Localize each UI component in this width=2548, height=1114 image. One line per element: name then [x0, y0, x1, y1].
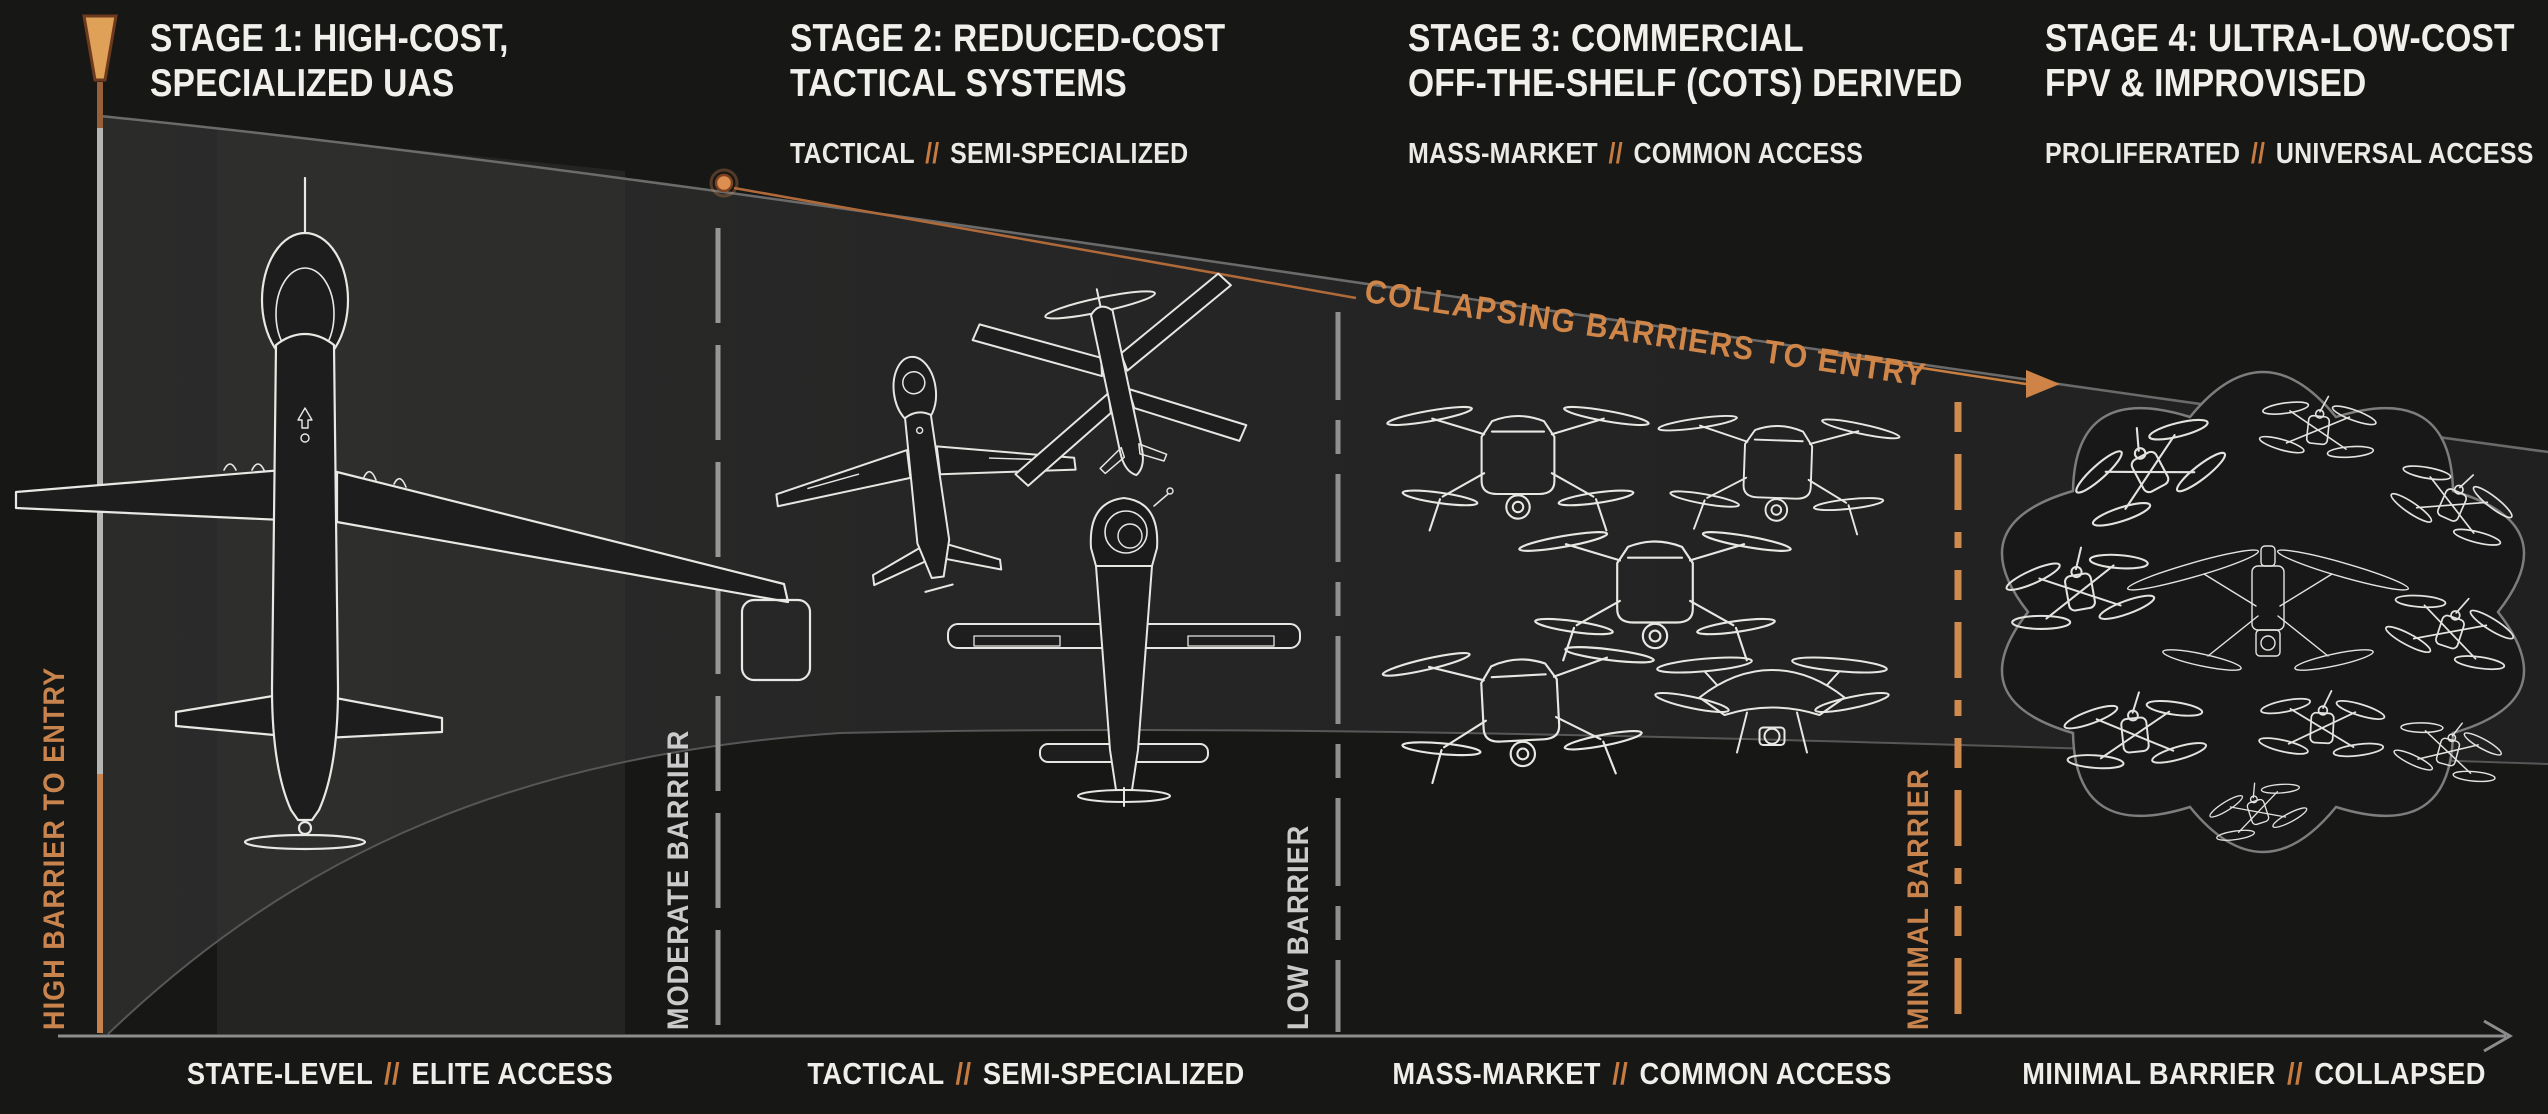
stage4-subtitle-part2: UNIVERSAL ACCESS: [2275, 138, 2534, 170]
stage3-bottom-label: MASS-MARKET // COMMON ACCESS: [1392, 1056, 1891, 1092]
baseline-arrowhead: [2483, 1019, 2514, 1053]
moderate-barrier-label: MODERATE BARRIER: [662, 729, 695, 1030]
band-top-edge: [99, 114, 2548, 454]
stage1-bottom-part1: STATE-LEVEL: [186, 1056, 373, 1091]
stage1-header: STAGE 1: HIGH-COST, SPECIALIZED UAS: [150, 16, 567, 106]
stage1-bottom-separator: //: [384, 1056, 400, 1091]
collapsing-barriers-arrow: [709, 168, 2060, 398]
stage3-bottom-separator: //: [1612, 1056, 1629, 1091]
stage1-title-line1: STAGE 1: HIGH-COST,: [150, 17, 509, 60]
stage3-title-line2: OFF-THE-SHELF (COTS) DERIVED: [1408, 62, 1963, 105]
high-barrier-axis: [82, 14, 118, 1033]
stage3-subtitle: MASS-MARKET // COMMON ACCESS: [1408, 138, 1863, 171]
fpv-swarm-drones: [1999, 388, 2523, 850]
band-bottom-edge: [107, 728, 2548, 1035]
stage2-xwing-munition-illustration: [971, 272, 1248, 487]
arrow-origin-dot: [714, 173, 734, 193]
stage2-subtitle-part2: SEMI-SPECIALIZED: [950, 138, 1189, 170]
fpv-central-drone: [2126, 545, 2410, 671]
stage2-tactical-drone-illustration: [775, 355, 1077, 593]
stage2-bottom-separator: //: [955, 1056, 972, 1091]
stage4-bottom-part1: MINIMAL BARRIER: [2022, 1056, 2276, 1091]
stage4-bottom-separator: //: [2287, 1056, 2303, 1091]
stage1-title-line2: SPECIALIZED UAS: [150, 62, 455, 105]
stage3-title-line1: STAGE 3: COMMERCIAL: [1408, 17, 1804, 60]
stage4-title-line1: STAGE 4: ULTRA-LOW-COST: [2045, 17, 2515, 60]
wedge-marker-icon: [82, 14, 118, 82]
stage4-subtitle-part1: PROLIFERATED: [2045, 138, 2241, 170]
minimal-barrier-label: MINIMAL BARRIER: [1902, 768, 1935, 1030]
wingtip-pod: [740, 598, 812, 682]
stage2-loitering-munition-illustration: [947, 487, 1301, 807]
stage4-header: STAGE 4: ULTRA-LOW-COST FPV & IMPROVISED: [2045, 16, 2548, 106]
stage3-bottom-part2: COMMON ACCESS: [1639, 1056, 1892, 1091]
stage3-subtitle-separator: //: [1608, 138, 1623, 170]
stage1-bottom-label: STATE-LEVEL // ELITE ACCESS: [187, 1056, 613, 1092]
cloud-outline: [2000, 370, 2526, 854]
stage4-subtitle: PROLIFERATED // UNIVERSAL ACCESS: [2045, 138, 2534, 171]
stage1-bottom-part2: ELITE ACCESS: [411, 1056, 614, 1091]
stage1-uas-illustration: [14, 176, 812, 851]
stage4-bottom-label: MINIMAL BARRIER // COLLAPSED: [2022, 1056, 2486, 1092]
low-barrier-label: LOW BARRIER: [1282, 824, 1315, 1030]
baseline-axis: [58, 1019, 2514, 1053]
stage3-bottom-part1: MASS-MARKET: [1392, 1056, 1601, 1091]
stage2-subtitle-separator: //: [925, 138, 940, 170]
stage2-title-line2: TACTICAL SYSTEMS: [790, 62, 1127, 105]
stage4-title-line2: FPV & IMPROVISED: [2045, 62, 2367, 105]
stage3-subtitle-part2: COMMON ACCESS: [1633, 138, 1864, 170]
stage3-header: STAGE 3: COMMERCIAL OFF-THE-SHELF (COTS)…: [1408, 16, 2053, 106]
stage2-title-line1: STAGE 2: REDUCED-COST: [790, 17, 1226, 60]
stage3-subtitle-part1: MASS-MARKET: [1408, 138, 1598, 170]
stage4-subtitle-separator: //: [2250, 138, 2266, 170]
stage2-header: STAGE 2: REDUCED-COST TACTICAL SYSTEMS: [790, 16, 1296, 106]
high-barrier-label: HIGH BARRIER TO ENTRY: [38, 666, 71, 1030]
stage4-bottom-part2: COLLAPSED: [2314, 1056, 2486, 1091]
stage2-bottom-part2: SEMI-SPECIALIZED: [982, 1056, 1245, 1091]
stage2-bottom-label: TACTICAL // SEMI-SPECIALIZED: [807, 1056, 1244, 1092]
stage2-subtitle: TACTICAL // SEMI-SPECIALIZED: [790, 138, 1188, 171]
stage2-bottom-part1: TACTICAL: [807, 1056, 945, 1091]
stage2-subtitle-part1: TACTICAL: [790, 138, 915, 170]
arrowhead-icon: [2026, 370, 2060, 398]
stage4-swarm-cloud: [1999, 370, 2526, 854]
